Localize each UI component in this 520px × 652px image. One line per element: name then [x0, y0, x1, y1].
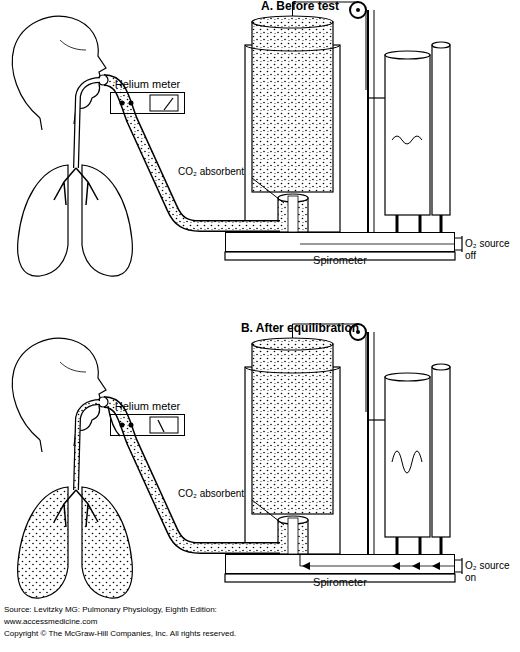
- node-label: Helium meter: [91, 78, 204, 91]
- panel-b: [12, 324, 462, 598]
- spirogram-trace: [392, 451, 422, 473]
- panel-title: B. After equilibration: [200, 322, 400, 334]
- part-label: O₂ source on: [465, 560, 520, 584]
- bronchi: [54, 168, 98, 205]
- apparatus-before: [12, 2, 462, 276]
- node-label: Spirometer: [206, 576, 474, 589]
- airway-lumen: [76, 80, 100, 168]
- bronchi: [54, 490, 98, 527]
- source-note: Copyright © The McGraw-Hill Companies, I…: [4, 628, 334, 640]
- lung-gas: [82, 487, 132, 598]
- panel-title: A. Before test: [200, 0, 400, 12]
- airway-gas: [76, 402, 100, 490]
- node-label: Helium meter: [91, 400, 204, 413]
- spirometer-base: Spirometer: [225, 554, 455, 574]
- meter-needle: [164, 98, 173, 110]
- part-label: CO₂ absorbent: [178, 488, 270, 500]
- spirometer-base: Spirometer: [225, 232, 455, 252]
- part-label: O₂ source off: [465, 238, 520, 262]
- spirogram-trace: [392, 136, 422, 144]
- airway: [76, 402, 100, 490]
- lung-gas: [18, 487, 68, 598]
- meter-needle: [158, 420, 164, 432]
- apparatus-after: [12, 324, 462, 598]
- meter-box: Helium meter: [110, 414, 185, 436]
- flow-arrows: [302, 562, 440, 570]
- meter-box: Helium meter: [110, 92, 185, 114]
- o2-riser: [300, 554, 301, 566]
- airway: [76, 80, 100, 168]
- node-label: Spirometer: [206, 254, 474, 267]
- source-note: Source: Levitzky MG: Pulmonary Physiolog…: [4, 604, 249, 628]
- part-label: CO₂ absorbent: [178, 166, 270, 178]
